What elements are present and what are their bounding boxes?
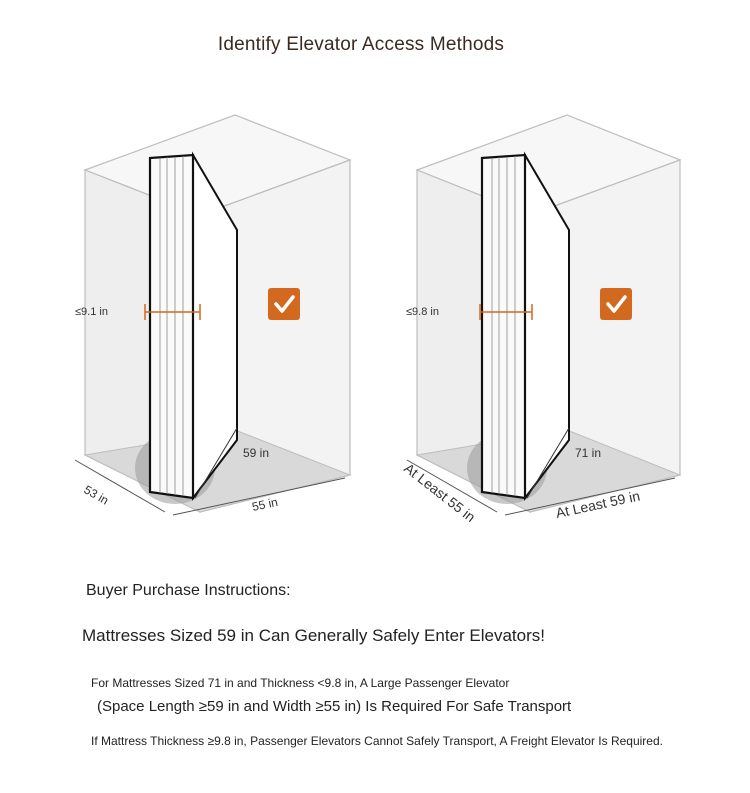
mattress-side xyxy=(148,153,195,500)
thickness-label: ≤9.8 in xyxy=(406,306,439,318)
width-label: 55 in xyxy=(251,495,279,514)
checkmark-icon xyxy=(606,295,627,313)
length-dimension xyxy=(194,427,238,499)
length-label: 71 in xyxy=(575,446,601,460)
checkmark-icon xyxy=(274,295,295,313)
width-dimension xyxy=(504,477,676,516)
length-label: 59 in xyxy=(243,446,269,460)
check-badge xyxy=(600,288,632,320)
check-badge xyxy=(268,288,300,320)
depth-dimension xyxy=(74,459,166,513)
instructions-heading: Buyer Purchase Instructions: xyxy=(86,582,291,599)
elevator-diagram-svg: ≤9.1 in 59 in 53 in 55 in xyxy=(74,114,352,516)
instructions-main: Mattresses Sized 59 in Can Generally Saf… xyxy=(82,626,545,645)
depth-label: 53 in xyxy=(82,482,112,507)
width-dimension xyxy=(172,477,346,516)
elevator-diagram-svg: ≤9.8 in 71 in At Least 55 in At Least 59… xyxy=(401,114,682,525)
instructions-line-1: For Mattresses Sized 71 in and Thickness… xyxy=(91,676,510,690)
depth-dimension xyxy=(406,459,498,513)
length-dimension xyxy=(526,427,570,499)
elevator-diagram-standard: ≤9.1 in 59 in 53 in 55 in xyxy=(15,100,375,540)
mattress-side xyxy=(480,153,527,500)
instructions-line-3: If Mattress Thickness ≥9.8 in, Passenger… xyxy=(91,734,663,748)
thickness-label: ≤9.1 in xyxy=(75,306,108,318)
elevator-diagram-large: ≤9.8 in 71 in At Least 55 in At Least 59… xyxy=(345,100,705,540)
instructions-line-2: (Space Length ≥59 in and Width ≥55 in) I… xyxy=(97,698,572,715)
page-title: Identify Elevator Access Methods xyxy=(217,34,505,55)
